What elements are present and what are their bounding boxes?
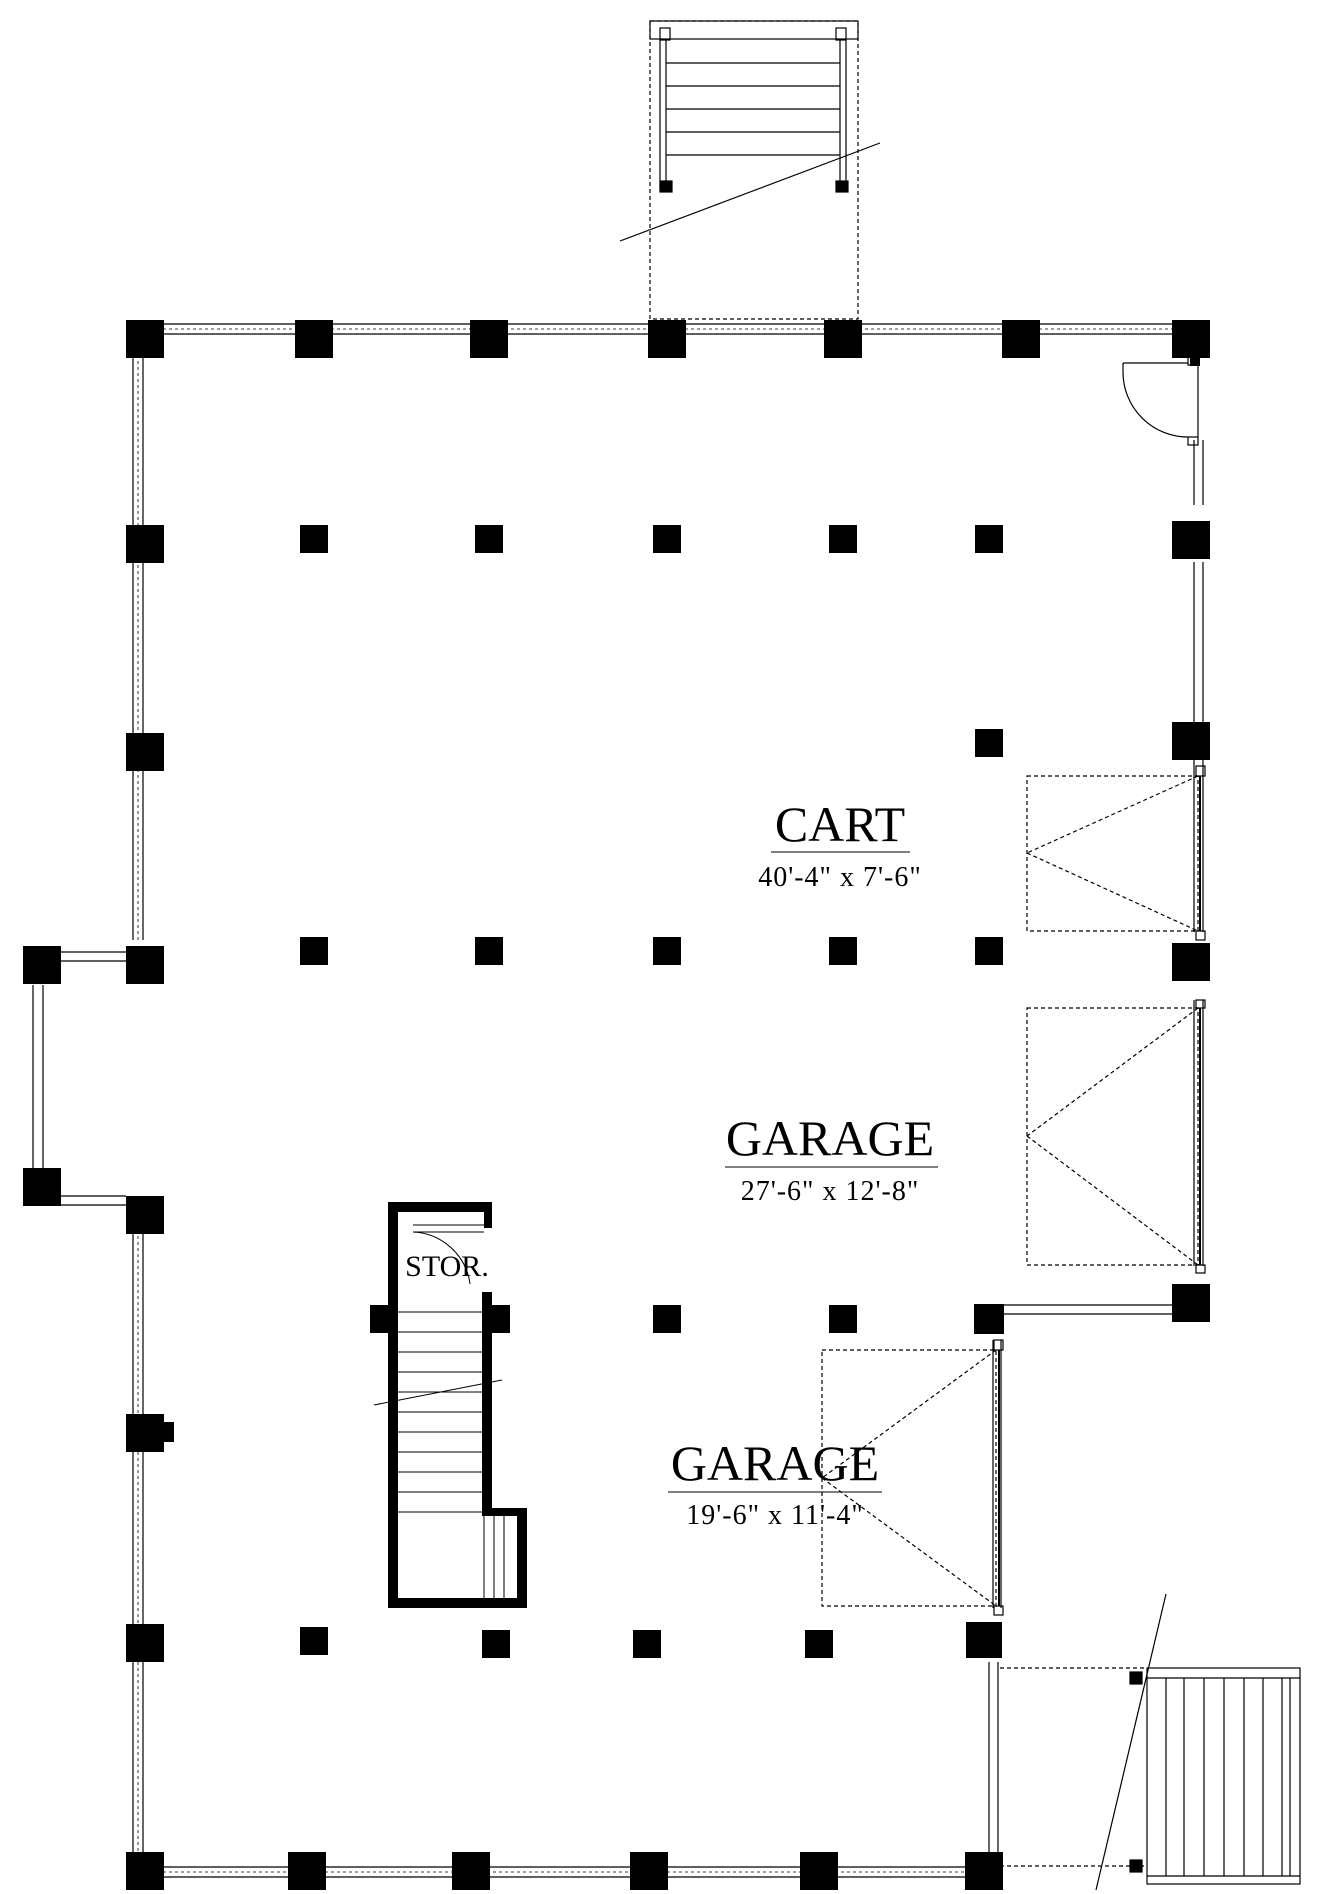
column [370,1305,398,1333]
column [475,937,503,965]
column [653,1305,681,1333]
column [974,1304,1004,1334]
column [126,320,164,358]
garage-door-small [821,1339,1004,1616]
column [829,1305,857,1333]
garage-main-room-name: GARAGE [726,1110,934,1166]
column [23,946,61,984]
garage-main-room-dimensions: 27'-6" x 12'-8" [741,1176,920,1207]
column [1172,722,1210,760]
column [482,1630,510,1658]
column [800,1852,838,1890]
column [829,937,857,965]
column [1172,1284,1210,1322]
column [975,937,1003,965]
column [653,525,681,553]
room-labels: CART 40'-4" x 7'-6" GARAGE 27'-6" x 12'-… [405,796,938,1531]
column [126,1414,164,1452]
column [288,1852,326,1890]
column [653,937,681,965]
garage-small-room-dimensions: 19'-6" x 11'-4" [686,1500,864,1531]
column [492,1305,510,1333]
garage-door-main [1026,999,1206,1274]
column [966,1622,1002,1658]
column [824,320,862,358]
column [300,937,328,965]
column [126,1852,164,1890]
column [1172,943,1210,981]
column [300,525,328,553]
entry-door [1122,355,1199,446]
cart-door [1026,765,1206,941]
column [295,320,333,358]
column [126,525,164,563]
column [126,946,164,984]
column [1172,320,1210,358]
column [452,1852,490,1890]
column [1172,521,1210,559]
column [475,525,503,553]
garage-small-room-name: GARAGE [671,1435,879,1491]
column [633,1630,661,1658]
column [829,525,857,553]
column [126,1196,164,1234]
column [965,1852,1003,1890]
column [975,729,1003,757]
column [126,733,164,771]
top-entry-stair [619,20,881,320]
column [23,1168,61,1206]
cart-room-dimensions: 40'-4" x 7'-6" [758,862,922,893]
column [470,320,508,358]
storage-label: STOR. [405,1250,489,1283]
column [300,1627,328,1655]
interior-stair [373,1202,527,1608]
column [1002,320,1040,358]
column [630,1852,668,1890]
column [975,525,1003,553]
column [648,320,686,358]
column [126,1624,164,1662]
cart-room-name: CART [775,796,905,852]
side-entry-stair [1000,1593,1301,1891]
columns [23,320,1210,1890]
column [805,1630,833,1658]
